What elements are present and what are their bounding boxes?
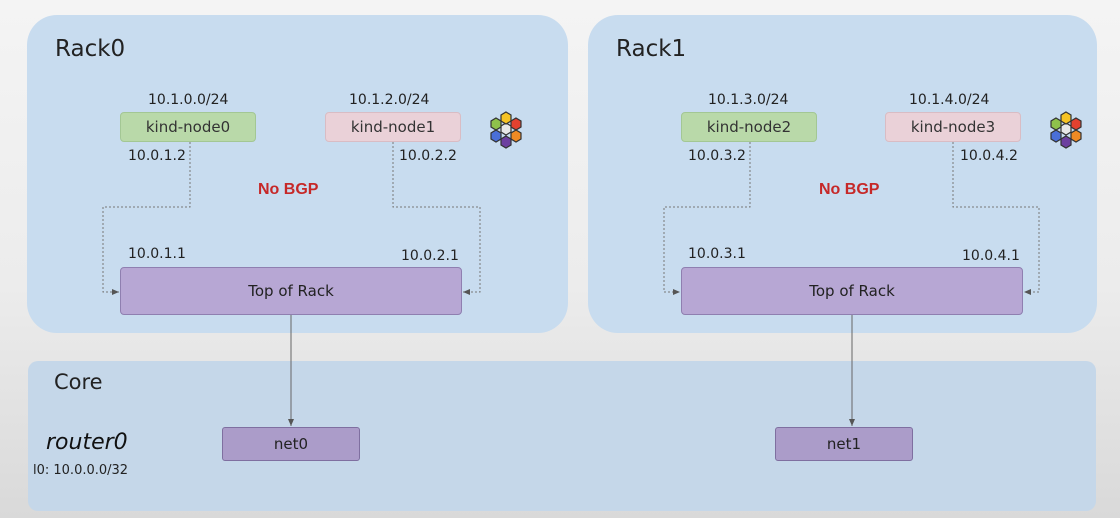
tor1-left-ip: 10.0.3.1 <box>688 246 746 262</box>
top-of-rack-1: Top of Rack <box>681 267 1023 315</box>
node0-ip: 10.0.1.2 <box>128 148 186 164</box>
kind-node2-box: kind-node2 <box>681 112 817 142</box>
rack1-title: Rack1 <box>616 36 687 62</box>
tor0-left-ip: 10.0.1.1 <box>128 246 186 262</box>
core-title: Core <box>54 370 103 394</box>
node1-ip: 10.0.2.2 <box>399 148 457 164</box>
tor1-right-ip: 10.0.4.1 <box>962 248 1020 264</box>
net0-box: net0 <box>222 427 360 461</box>
cilium-logo-icon <box>1050 111 1082 149</box>
router-loopback-address: l0: 10.0.0.0/32 <box>33 463 129 478</box>
kind-node3-box: kind-node3 <box>885 112 1021 142</box>
top-of-rack-0: Top of Rack <box>120 267 462 315</box>
node3-subnet: 10.1.4.0/24 <box>909 92 990 108</box>
rack0-title: Rack0 <box>55 36 126 62</box>
node1-subnet: 10.1.2.0/24 <box>349 92 430 108</box>
core-panel <box>28 361 1096 511</box>
kind-node1-box: kind-node1 <box>325 112 461 142</box>
cilium-logo-icon <box>490 111 522 149</box>
rack0-no-bgp-label: No BGP <box>258 181 319 198</box>
net1-box: net1 <box>775 427 913 461</box>
node0-subnet: 10.1.0.0/24 <box>148 92 229 108</box>
router-name: router0 <box>46 430 128 455</box>
node2-ip: 10.0.3.2 <box>688 148 746 164</box>
node3-ip: 10.0.4.2 <box>960 148 1018 164</box>
node2-subnet: 10.1.3.0/24 <box>708 92 789 108</box>
rack1-no-bgp-label: No BGP <box>819 181 880 198</box>
tor0-right-ip: 10.0.2.1 <box>401 248 459 264</box>
kind-node0-box: kind-node0 <box>120 112 256 142</box>
